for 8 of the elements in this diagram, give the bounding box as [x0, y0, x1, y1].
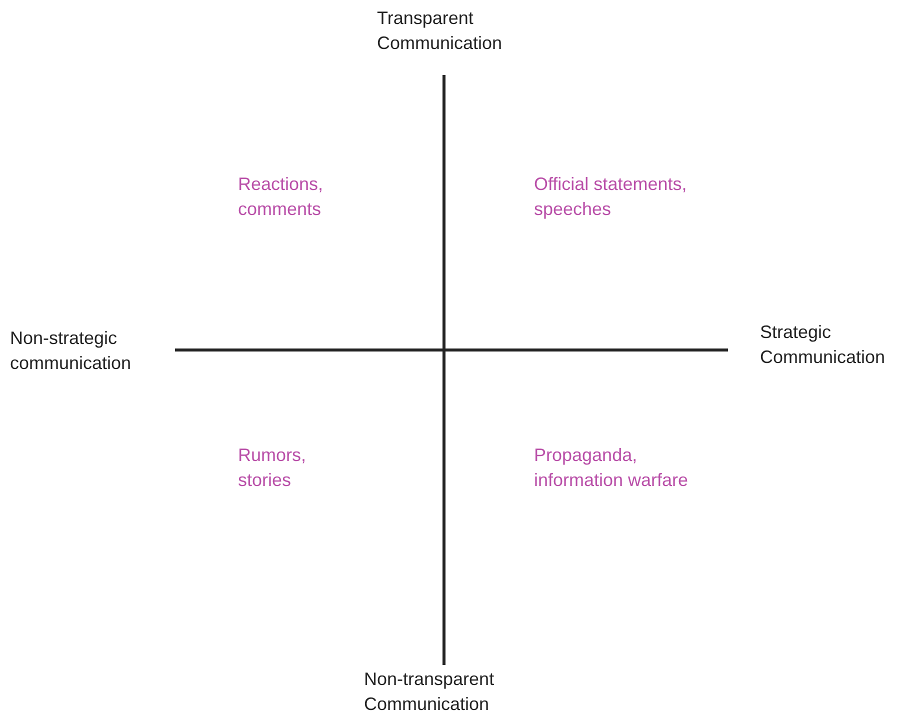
axis-label: Transparent Communication	[377, 7, 504, 55]
quadrant-label: Official statements, speeches	[534, 173, 688, 221]
axis-label: Non-transparent Communication	[364, 668, 496, 716]
quadrant-label: Rumors, stories	[238, 444, 308, 492]
quadrant-label: Propaganda, information warfare	[534, 444, 690, 492]
quadrant-label: Reactions, comments	[238, 173, 324, 221]
axis-label: Strategic Communication	[760, 321, 886, 369]
axis-label: Non-strategic communication	[10, 327, 132, 375]
